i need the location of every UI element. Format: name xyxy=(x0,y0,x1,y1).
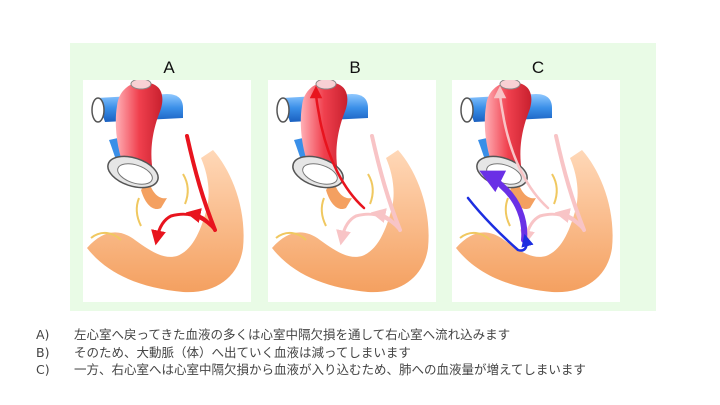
panel-label-a: A xyxy=(163,58,175,77)
cardiac-valve xyxy=(107,155,159,189)
caption-letter: A) xyxy=(36,327,50,342)
panel-label-b: B xyxy=(349,58,361,77)
heart-diagram-a xyxy=(83,80,251,302)
caption-a: A) 左心室へ戻ってきた血液の多くは心室中隔欠損を通して右心室へ流れ込みます xyxy=(36,326,716,344)
caption-list: A) 左心室へ戻ってきた血液の多くは心室中隔欠損を通して右心室へ流れ込みます B… xyxy=(36,326,716,379)
blood-flow-arrows xyxy=(151,134,217,246)
heart-diagram-c xyxy=(452,80,620,302)
caption-letter: C) xyxy=(36,362,50,377)
heart-diagram-b xyxy=(268,80,436,302)
panel-label-c: C xyxy=(531,58,545,77)
blood-flow-arrows xyxy=(309,85,402,246)
cardiac-valve xyxy=(292,155,344,189)
caption-c: C) 一方、右心室へは心室中隔欠損から血液が入り込むため、肺への血液量が増えてし… xyxy=(36,361,716,379)
caption-text: そのため、大動脈（体）へ出ていく血液は減ってしまいます xyxy=(74,344,411,360)
blood-flow-arrows xyxy=(466,85,586,252)
caption-text: 一方、右心室へは心室中隔欠損から血液が入り込むため、肺への血液量が増えてしまいま… xyxy=(74,362,586,377)
caption-text: 左心室へ戻ってきた血液の多くは心室中隔欠損を通して右心室へ流れ込みます xyxy=(74,327,511,342)
caption-b: B) そのため、大動脈（体）へ出ていく血液は減ってしまいます xyxy=(36,344,716,362)
caption-letter: B) xyxy=(36,344,50,360)
